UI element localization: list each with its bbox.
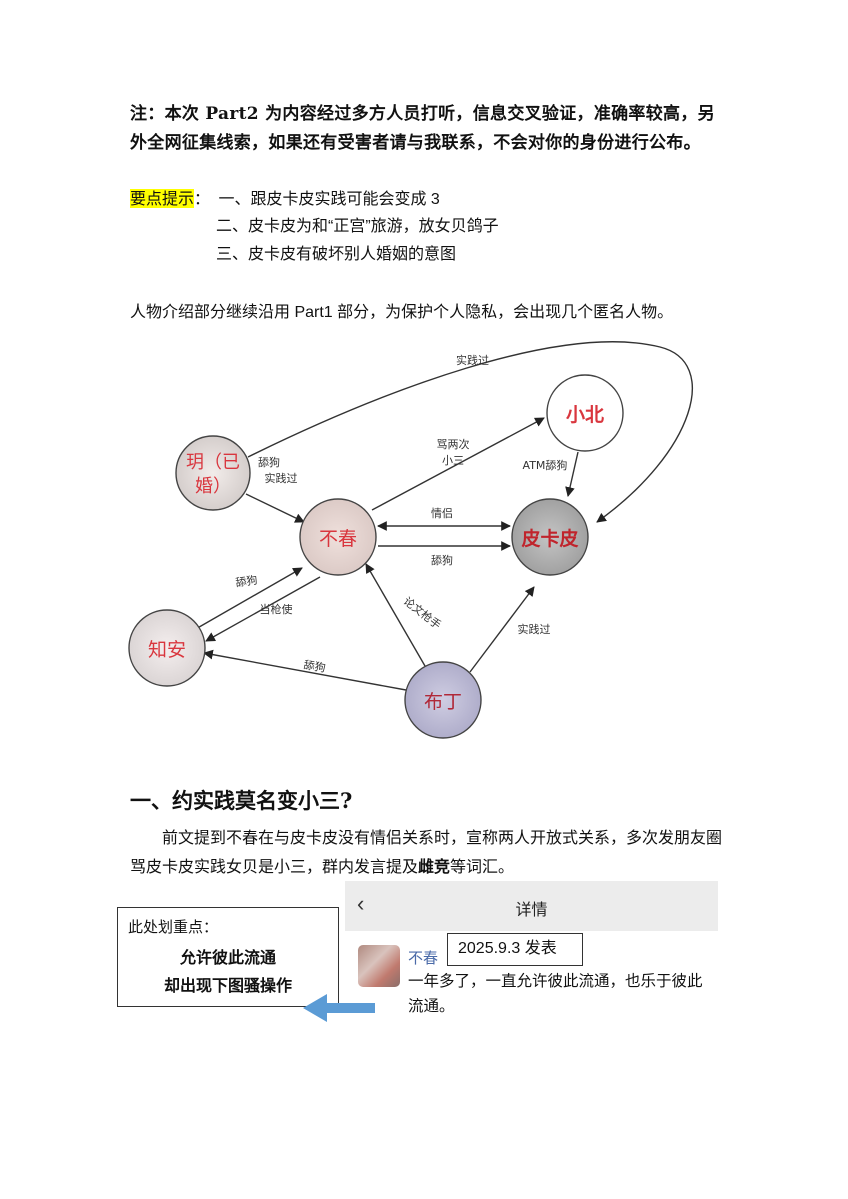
node-zhian <box>128 609 206 687</box>
key-points-label: 要点提示 <box>130 189 195 208</box>
svg-text:皮卡皮: 皮卡皮 <box>521 527 578 550</box>
edge-label-yue-pikapi: 实践过 <box>456 353 489 367</box>
node-buchun <box>299 498 377 576</box>
svg-text:舔狗: 舔狗 <box>431 554 453 567</box>
post-text: 一年多了，一直允许彼此流通，也乐于彼此流通。 <box>408 973 703 1015</box>
svg-text:婚）: 婚） <box>195 476 231 497</box>
left-arrow-icon <box>303 994 375 1026</box>
intro-text: 人物介绍部分继续沿用 Part1 部分，为保护个人隐私，会出现几个匿名人物。 <box>130 304 674 321</box>
moments-post-screenshot: ‹ 详情 不春 2025.9.3 发表 一年多了，一直允许彼此流通，也乐于彼此流… <box>345 881 718 1021</box>
node-yue <box>175 435 251 511</box>
callout-title: 此处划重点： <box>128 918 219 936</box>
date-annotation-box: 2025.9.3 发表 <box>447 933 583 966</box>
svg-text:知安: 知安 <box>148 639 186 661</box>
callout-line-2: 却出现下图骚操作 <box>163 976 292 995</box>
highlight-callout-box: 此处划重点： 允许彼此流通 却出现下图骚操作 <box>117 907 339 1007</box>
svg-text:当枪使: 当枪使 <box>260 602 293 616</box>
svg-text:小三: 小三 <box>442 454 464 467</box>
bold-term: 雌竞 <box>418 857 451 876</box>
svg-text:舔狗: 舔狗 <box>235 574 259 590</box>
svg-text:情侣: 情侣 <box>431 506 453 520</box>
section-heading: 一、约实践莫名变小三? <box>130 788 353 813</box>
svg-text:布丁: 布丁 <box>424 691 462 713</box>
svg-text:不春: 不春 <box>319 528 357 550</box>
callout-line-1: 允许彼此流通 <box>179 948 276 967</box>
svg-text:论文枪手: 论文枪手 <box>401 594 444 632</box>
node-buding <box>404 661 482 739</box>
svg-text:小北: 小北 <box>566 404 604 426</box>
section-paragraph: 前文提到不春在与皮卡皮没有情侣关系时，宣称两人开放式关系，多次发朋友圈骂皮卡皮实… <box>130 828 723 876</box>
node-pikapi <box>511 498 589 576</box>
avatar[interactable] <box>358 945 400 987</box>
key-point-3: 三、皮卡皮有破坏别人婚姻的意图 <box>216 246 457 263</box>
key-point-text: 一、跟皮卡皮实践可能会变成 3 <box>218 191 440 208</box>
username-link[interactable]: 不春 <box>408 950 439 967</box>
relationship-diagram: 实践过 舔狗 实践过 骂两次 小三 ATM舔狗 情侣 舔狗 舔狗 当枪使 论文枪… <box>120 332 720 752</box>
key-point-2: 二、皮卡皮为和“正宫”旅游，放女贝鸽子 <box>216 218 499 235</box>
disclaimer-note: 注：本次 Part2 为内容经过多方人员打听，信息交叉验证，准确率较高，另外全网… <box>130 104 715 153</box>
node-xiaobei <box>546 374 624 452</box>
detail-title: 详情 <box>515 902 548 919</box>
svg-text:舔狗: 舔狗 <box>303 658 327 675</box>
svg-text:骂两次: 骂两次 <box>437 437 470 451</box>
svg-text:玥（已: 玥（已 <box>186 452 240 473</box>
back-chevron-icon[interactable]: ‹ <box>357 891 365 916</box>
svg-text:实践过: 实践过 <box>265 471 298 485</box>
detail-header-bar: ‹ 详情 <box>345 881 718 931</box>
svg-text:舔狗: 舔狗 <box>258 456 280 469</box>
svg-text:ATM舔狗: ATM舔狗 <box>523 459 568 472</box>
key-point-1: 要点提示： 一、跟皮卡皮实践可能会变成 3 <box>130 189 440 208</box>
svg-text:实践过: 实践过 <box>518 622 551 636</box>
